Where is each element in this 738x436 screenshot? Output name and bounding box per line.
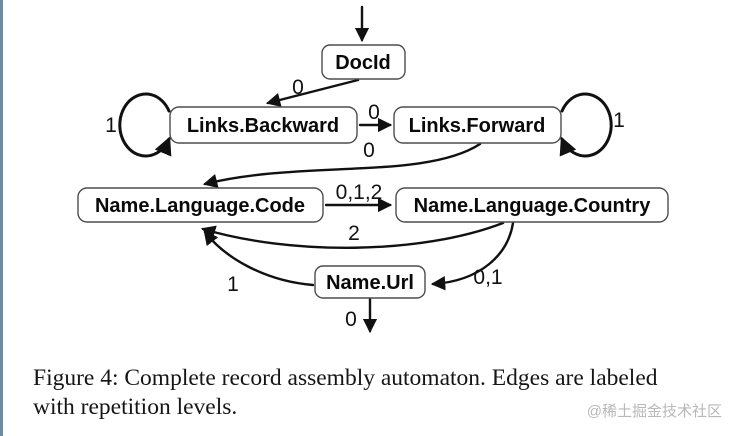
node-name-language-code: Name.Language.Code	[77, 187, 324, 223]
node-links-forward: Links.Forward	[393, 106, 562, 144]
edge-docid-to-links-backward	[265, 78, 360, 107]
edge-name-url-to-code	[203, 230, 315, 287]
edge-label: 0	[368, 101, 380, 124]
node-links-backward: Links.Backward	[169, 106, 358, 144]
caption-line-1: Figure 4: Complete record assembly autom…	[33, 365, 658, 391]
node-label: Name.Url	[326, 272, 414, 294]
watermark-text: @稀土掘金技术社区	[586, 403, 722, 420]
edge-country-to-name-url	[430, 221, 515, 291]
edge-label: 0,1	[473, 266, 502, 289]
edge-label: 1	[227, 273, 239, 296]
node-name-url: Name.Url	[314, 265, 426, 299]
node-label: Name.Language.Country	[414, 195, 652, 217]
node-label: Name.Language.Code	[95, 195, 305, 217]
node-label: DocId	[335, 52, 391, 74]
edge-country-to-code	[200, 221, 505, 249]
edge-label: 1	[613, 109, 625, 132]
node-label: Links.Forward	[409, 115, 546, 137]
node-name-language-country: Name.Language.Country	[395, 187, 669, 223]
figure-caption: Figure 4: Complete record assembly autom…	[33, 364, 733, 422]
edge-links-forward-to-code	[202, 142, 482, 188]
edge-label: 1	[105, 114, 117, 137]
node-docid: DocId	[321, 44, 406, 80]
node-label: Links.Backward	[187, 115, 339, 137]
left-border-rule	[0, 0, 3, 436]
edge-label: 0	[292, 76, 304, 99]
edge-label: 0,1,2	[336, 181, 383, 204]
self-loop-links-forward	[559, 92, 613, 158]
self-loop-links-backward	[118, 92, 172, 158]
edge-label: 0	[363, 139, 375, 162]
edge-label: 2	[348, 222, 360, 245]
edge-label: 0	[345, 308, 357, 331]
automaton-diagram: 0 0 1 1 0 0,1,2 2 0,1 1 0 DocId Links.Ba…	[77, 5, 669, 334]
caption-line-2: with repetition levels.	[33, 394, 238, 420]
